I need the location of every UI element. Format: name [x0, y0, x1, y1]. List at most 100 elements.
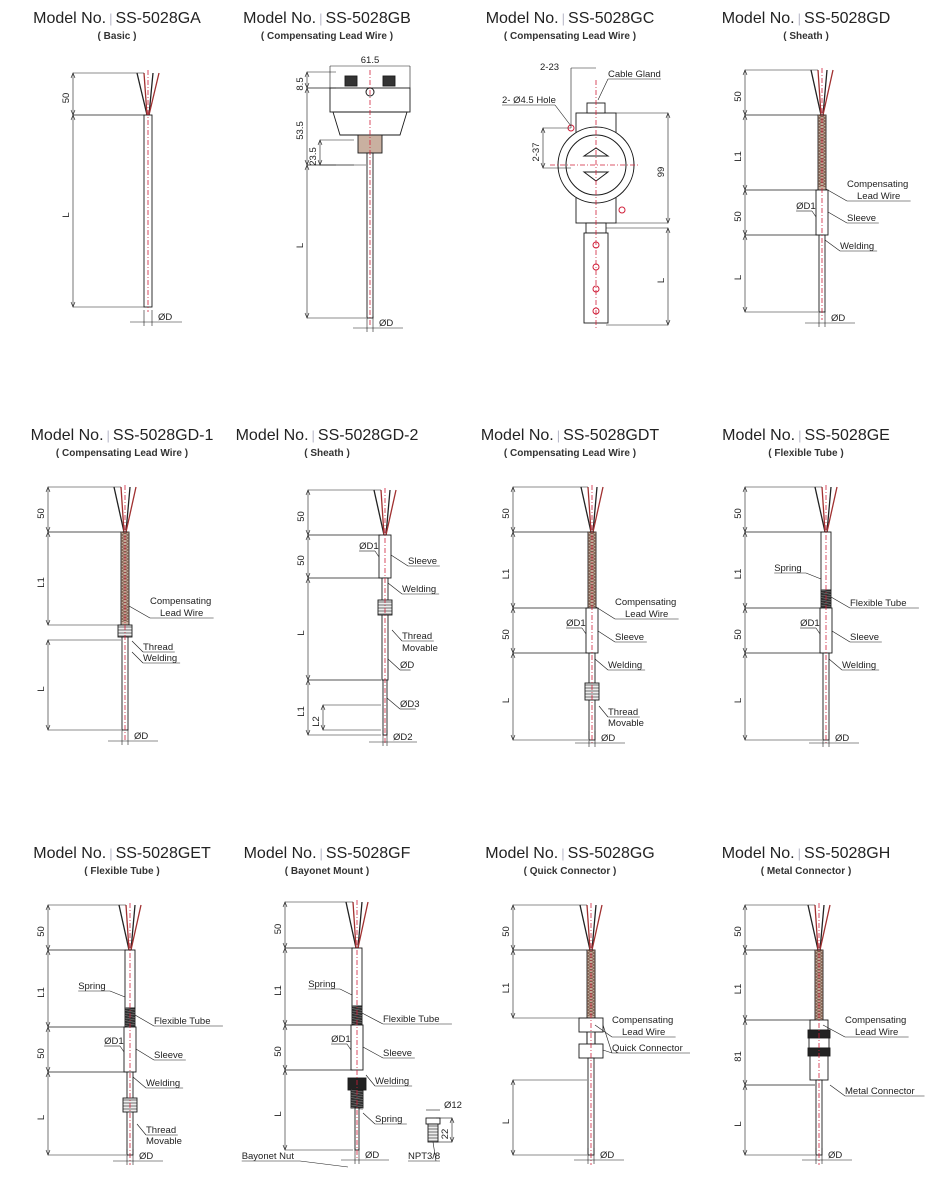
spring-coil [350, 1094, 364, 1098]
callout-label: Movable [402, 643, 438, 654]
braid-hatch [120, 609, 130, 614]
spring-coil [820, 599, 832, 603]
callout-leader [362, 1046, 384, 1059]
dimension-arrow [510, 949, 516, 1019]
separator: | [798, 428, 802, 443]
callout-label: ØD3 [400, 699, 420, 710]
callout-leader [387, 658, 401, 671]
callout-label: Flexible Tube [850, 598, 907, 609]
callout-label: Flexible Tube [154, 1016, 211, 1027]
braid-hatch [814, 1000, 824, 1005]
dimension-arrow [304, 164, 310, 319]
spring-coil [124, 1017, 136, 1021]
model-title-ss-5028gd-1: Model No.|SS-5028GD-1( Compensating Lead… [2, 427, 242, 459]
model-subtitle: ( Compensating Lead Wire ) [503, 31, 637, 42]
dimension-label: L [733, 698, 744, 703]
lead-wire [591, 904, 597, 951]
braid-hatch [817, 144, 827, 149]
model-number: SS-5028GD-2 [317, 427, 419, 444]
braid-hatch [586, 976, 596, 981]
callout-label: Quick Connector [612, 1043, 683, 1054]
lead-wire [130, 904, 136, 951]
callout-leader [299, 1160, 349, 1168]
dimension-arrow [742, 652, 748, 741]
model-title-ss-5028gd: Model No.|SS-5028GD( Sheath ) [686, 10, 926, 42]
dimension-label: L1 [36, 987, 47, 998]
dimension-arrow [320, 704, 326, 731]
callout-label: ØD1 [359, 541, 379, 552]
model-title-ss-5028get: Model No.|SS-5028GET( Flexible Tube ) [2, 845, 242, 877]
braid-hatch [817, 162, 827, 167]
spring-coil [351, 1018, 363, 1021]
braid-hatch [120, 561, 130, 566]
callout-label: Spring [308, 979, 335, 990]
model-title-ss-5028gb: Model No.|SS-5028GB( Compensating Lead W… [207, 10, 447, 42]
callout-label: Thread [146, 1125, 176, 1136]
callout-label: Thread [608, 707, 638, 718]
callout-label: ØD1 [104, 1036, 124, 1047]
callout-leader [361, 1012, 384, 1025]
dimension-label: L1 [296, 706, 307, 717]
braid-hatch [586, 979, 596, 984]
callout-leader [374, 550, 380, 558]
separator: | [109, 846, 113, 861]
model-title-ss-5028gg: Model No.|SS-5028GG( Quick Connector ) [450, 845, 690, 877]
model-number: SS-5028GD [804, 10, 891, 27]
separator: | [109, 11, 113, 26]
model-prefix: Model No. [721, 845, 795, 862]
model-number: SS-5028GE [804, 427, 890, 444]
lead-wire [592, 486, 598, 533]
dimension-label: L [733, 1121, 744, 1126]
braid-hatch [587, 552, 597, 557]
lead-wire [814, 486, 826, 533]
braid-hatch [817, 132, 827, 137]
lead-wire [125, 486, 137, 533]
model-prefix: Model No. [30, 427, 104, 444]
braid-hatch [814, 967, 824, 972]
model-title-ss-5028ge: Model No.|SS-5028GE( Flexible Tube ) [686, 427, 926, 459]
callout-label: ØD [400, 660, 414, 671]
callout-label: Welding [375, 1076, 409, 1087]
callout-label: Sleeve [847, 213, 876, 224]
callout-label: Welding [840, 241, 874, 252]
callout-label: Metal Connector [845, 1086, 915, 1097]
dimension-label: 50 [501, 508, 512, 519]
lead-wire [148, 72, 160, 116]
separator: | [797, 11, 802, 26]
braid-hatch [586, 1009, 596, 1014]
dimension-label: 50 [36, 508, 47, 519]
callout-leader [602, 1024, 613, 1054]
braid-hatch [120, 531, 130, 536]
dimension-arrow [665, 112, 671, 224]
callout-label: Compensating [847, 179, 908, 190]
callout-label: Spring [375, 1114, 402, 1125]
dimension-label: 50 [733, 91, 744, 102]
lead-wire [125, 904, 130, 951]
bayonet-adapter [425, 1117, 441, 1125]
callout-label: Movable [608, 718, 644, 729]
callout-leader [135, 1048, 155, 1061]
model-prefix: Model No. [485, 845, 559, 862]
lead-wire [113, 486, 125, 533]
lead-wire [819, 904, 825, 951]
model-number: SS-5028GD-1 [112, 427, 214, 444]
dimension-arrow [510, 652, 516, 741]
lead-wire [822, 69, 834, 116]
dimension-arrow [45, 639, 51, 731]
callout-leader [829, 1084, 846, 1097]
separator: | [106, 428, 110, 443]
callout-leader [595, 606, 616, 620]
dimension-label: L1 [273, 985, 284, 996]
lead-wire [807, 904, 819, 951]
callout-leader [822, 1024, 846, 1038]
model-title-ss-5028ga: Model No.|SS-5028GA( Basic ) [0, 10, 237, 42]
callout-label: Spring [774, 563, 801, 574]
callout-leader [362, 1112, 376, 1125]
spring-coil [124, 1010, 136, 1013]
callout-label: Compensating [615, 597, 676, 608]
model-title-ss-5028gd-2: Model No.|SS-5028GD-2( Sheath ) [207, 427, 447, 459]
dimension-label: L [273, 1111, 284, 1116]
dimension-arrow [45, 531, 51, 626]
dimension-label: Ø12 [444, 1100, 462, 1111]
